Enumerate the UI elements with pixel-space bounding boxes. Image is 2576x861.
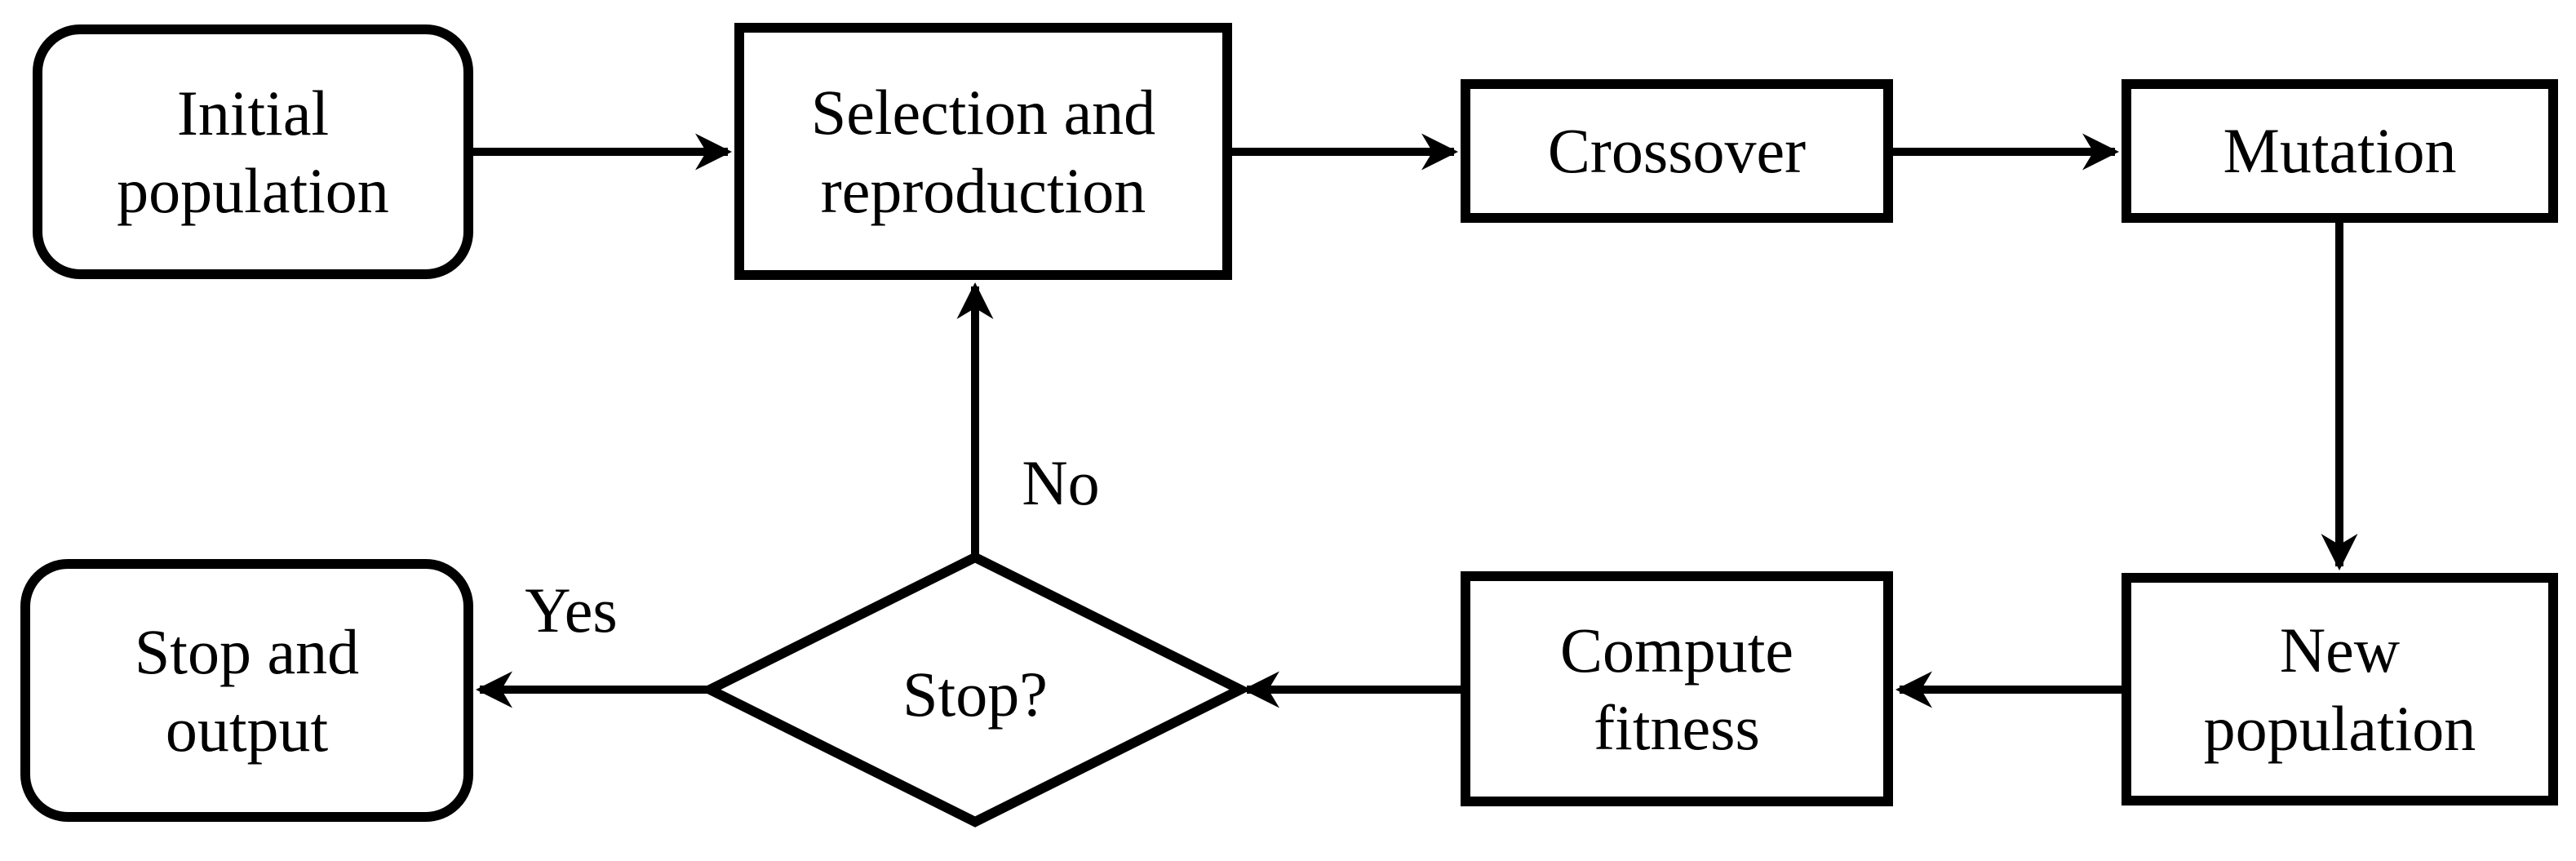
node-crossover: Crossover <box>1461 79 1893 223</box>
node-initial-population: Initial population <box>33 24 473 279</box>
edge-label-yes: Yes <box>525 575 618 646</box>
decision-diamond-shape <box>698 552 1252 828</box>
node-stop-decision-label: Stop? <box>902 659 1048 730</box>
node-new-population: New population <box>2122 573 2558 806</box>
node-compute-fitness: Compute fitness <box>1461 571 1893 806</box>
node-stop-and-output: Stop and output <box>20 559 473 822</box>
node-selection-and-reproduction: Selection and reproduction <box>734 23 1232 280</box>
node-mutation: Mutation <box>2122 79 2558 223</box>
edge-label-no: No <box>1022 447 1100 518</box>
